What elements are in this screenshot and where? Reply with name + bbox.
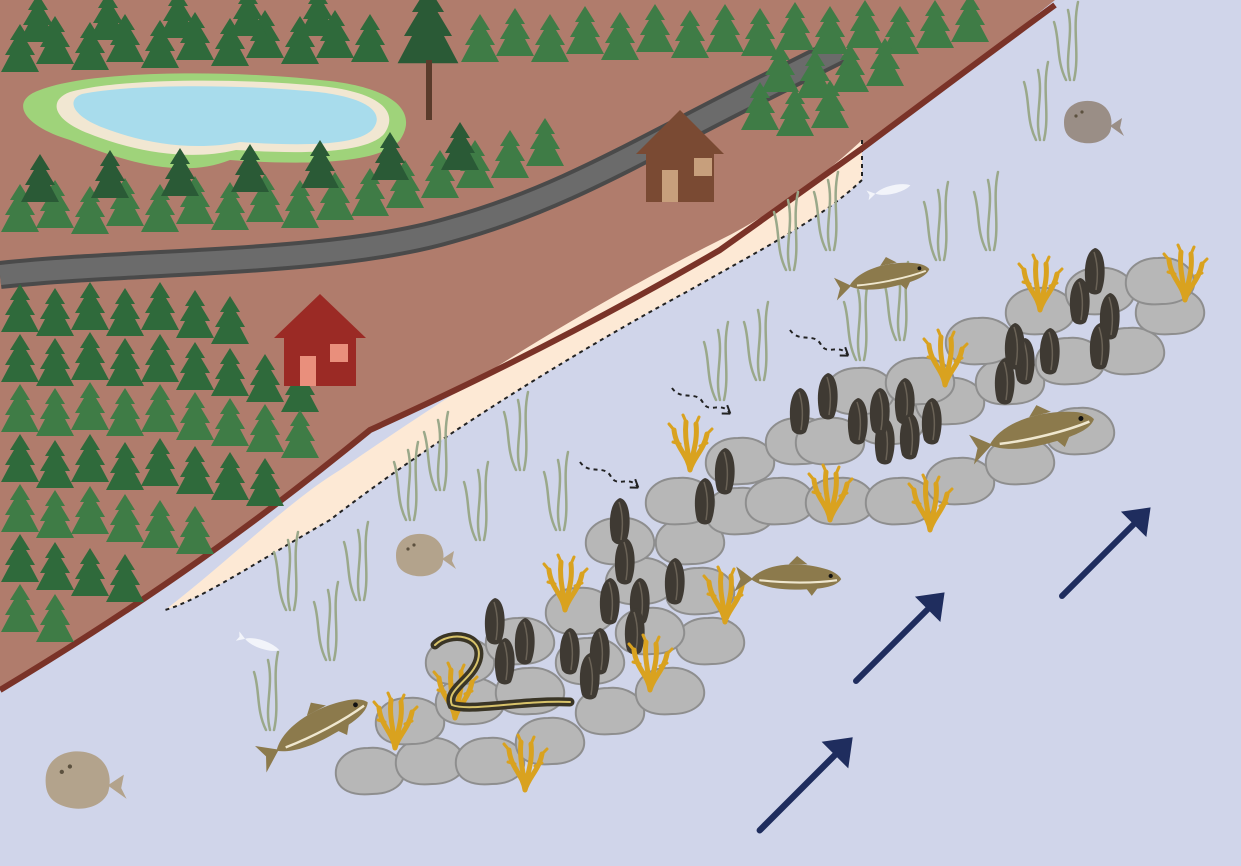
coastal-habitat-diagram (0, 0, 1241, 866)
